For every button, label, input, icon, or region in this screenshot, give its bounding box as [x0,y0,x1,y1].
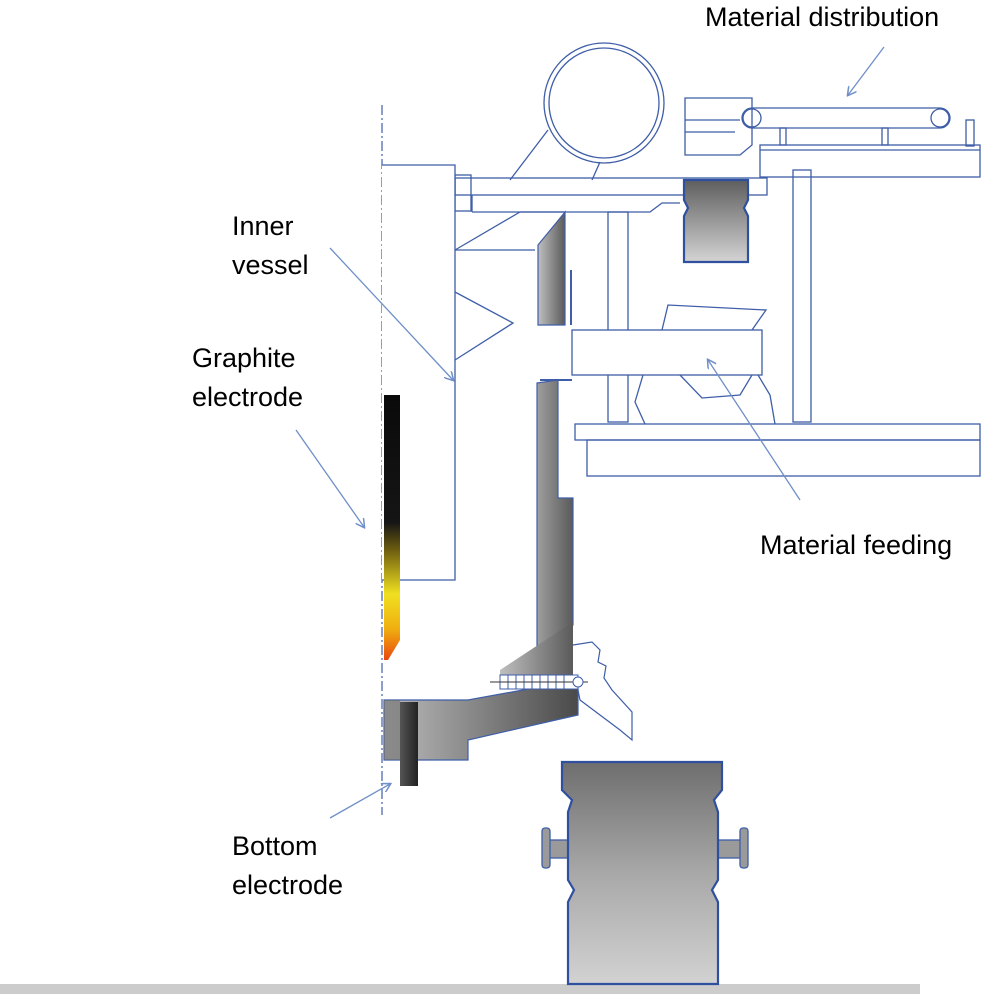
label-material-distribution: Material distribution [705,2,940,32]
tap-hole-grid [490,674,588,690]
label-material-feeding: Material feeding [760,530,953,560]
feeding-structure [571,97,981,477]
arrow-inner-vessel [329,247,453,380]
annotation-arrows [295,46,885,819]
arrow-material-distribution [848,46,885,95]
label-bottom-electrode-line2: electrode [232,870,344,900]
label-graphite-electrode-line2: electrode [192,382,304,412]
label-bottom-electrode-line1: Bottom [232,831,318,861]
shaft-upper-wall [537,210,566,326]
inner-vessel [382,164,456,581]
tapping-spout [572,641,633,742]
arrow-material-feeding [708,360,801,501]
label-inner-vessel-line1: Inner [232,211,294,241]
label-graphite-electrode-line1: Graphite [192,343,296,373]
arrow-graphite-electrode [295,429,364,527]
material-bucket [682,178,750,264]
label-inner-vessel-line2: vessel [232,250,309,280]
bottom-electrode [400,702,418,786]
arrow-bottom-electrode [329,784,390,819]
floor-line [0,984,920,994]
graphite-electrode [384,395,400,660]
ladle [541,760,749,986]
